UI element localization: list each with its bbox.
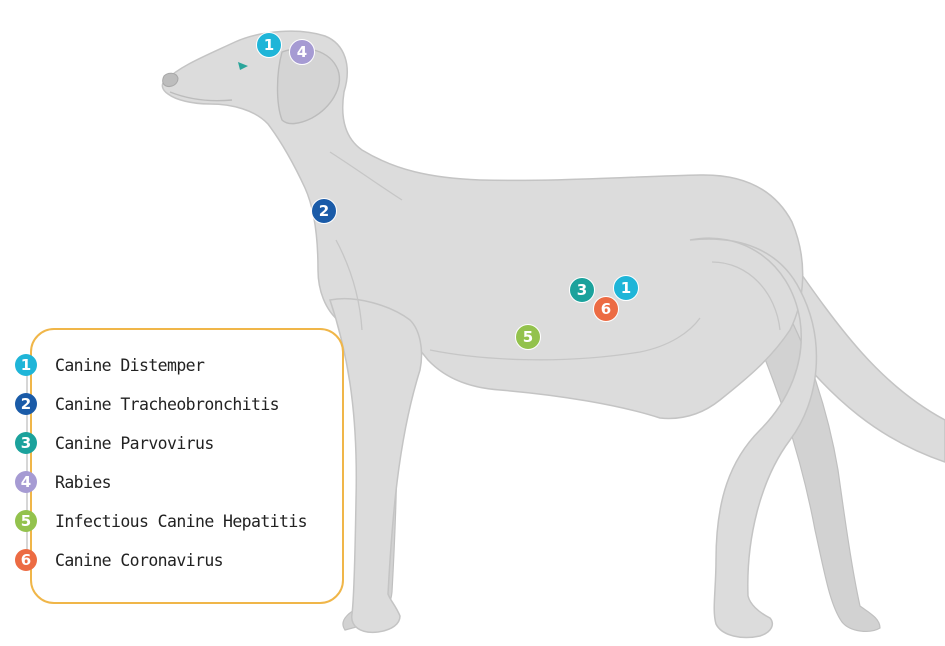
legend-item-canine-parvovirus: 3 Canine Parvovirus <box>15 431 214 455</box>
legend-badge: 5 <box>15 510 37 532</box>
chest-marker-hepatitis[interactable]: 5 <box>515 324 541 350</box>
legend-item-rabies: 4 Rabies <box>15 470 111 494</box>
abdomen-marker-coronavirus[interactable]: 6 <box>593 296 619 322</box>
legend-label: Canine Coronavirus <box>55 551 223 570</box>
legend-badge: 3 <box>15 432 37 454</box>
legend-badge: 6 <box>15 549 37 571</box>
head-marker-distemper[interactable]: 1 <box>256 32 282 58</box>
legend-label: Canine Distemper <box>55 356 204 375</box>
legend-label: Infectious Canine Hepatitis <box>55 512 307 531</box>
legend-item-canine-distemper: 1 Canine Distemper <box>15 353 204 377</box>
abdomen-marker-distemper[interactable]: 1 <box>613 275 639 301</box>
legend-label: Rabies <box>55 473 111 492</box>
legend-label: Canine Parvovirus <box>55 434 214 453</box>
legend-item-canine-tracheobronchitis: 2 Canine Tracheobronchitis <box>15 392 279 416</box>
legend-label: Canine Tracheobronchitis <box>55 395 279 414</box>
legend-badge: 4 <box>15 471 37 493</box>
head-marker-rabies[interactable]: 4 <box>289 39 315 65</box>
legend-item-canine-coronavirus: 6 Canine Coronavirus <box>15 548 223 572</box>
legend-item-infectious-canine-hepatitis: 5 Infectious Canine Hepatitis <box>15 509 307 533</box>
abdomen-marker-parvovirus[interactable]: 3 <box>569 277 595 303</box>
legend-badge: 2 <box>15 393 37 415</box>
neck-marker-tracheobronchitis[interactable]: 2 <box>311 198 337 224</box>
legend-badge: 1 <box>15 354 37 376</box>
